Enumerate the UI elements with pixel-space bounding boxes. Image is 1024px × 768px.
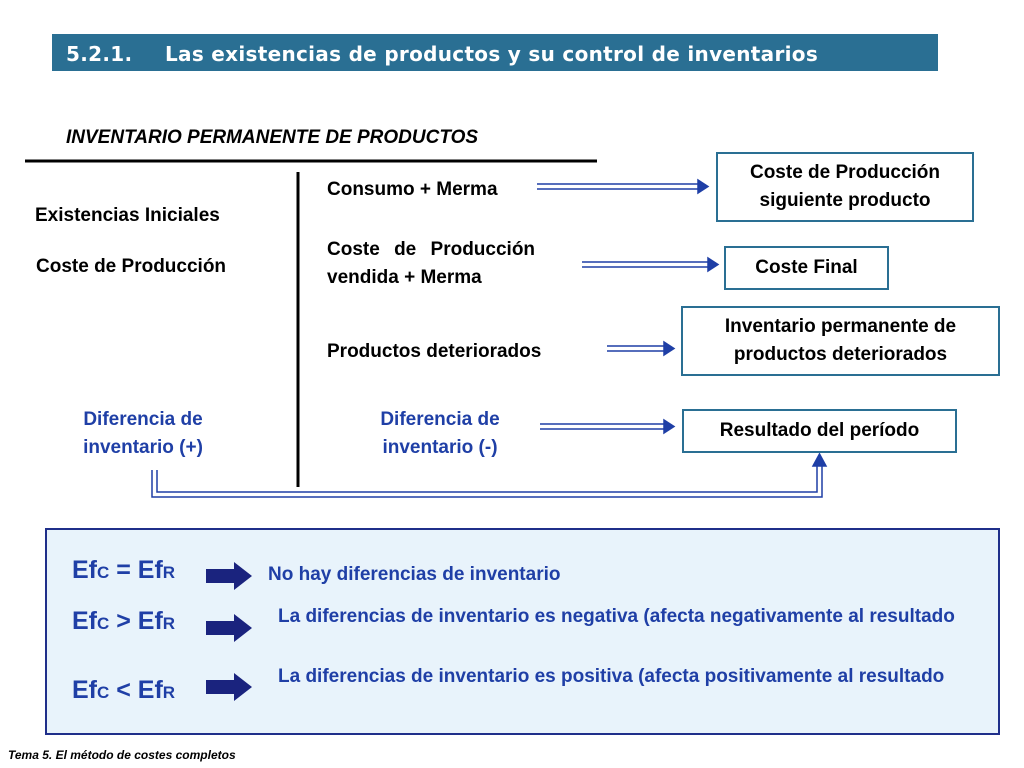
comparison-less-formula: EfC < EfR — [72, 676, 175, 705]
lhs-sub: C — [97, 614, 110, 633]
consumo-merma-label: Consumo + Merma — [327, 179, 498, 200]
coste-produccion-label: Coste de Producción — [36, 256, 227, 277]
arrow-coste-vendida — [582, 256, 720, 273]
arrow-diferencia-menos — [540, 418, 676, 435]
lhs-main: Ef — [72, 676, 97, 704]
diferencia-negativa-label: Diferencia de inventario (-) — [365, 406, 515, 462]
comparison-panel — [45, 528, 1000, 735]
operator: > — [116, 607, 131, 635]
lhs-main: Ef — [72, 556, 97, 584]
diagram-heading: INVENTARIO PERMANENTE DE PRODUCTOS — [66, 127, 479, 148]
box3-line2: productos deteriorados — [733, 344, 948, 365]
existencias-iniciales-label: Existencias Iniciales — [35, 205, 220, 226]
diferencia-positiva-label: Diferencia de inventario (+) — [68, 406, 218, 462]
lhs-main: Ef — [72, 607, 97, 635]
arrow-right-icon — [206, 562, 252, 590]
section-number: 5.2.1. — [66, 42, 133, 66]
connector-diferencia-mas — [151, 452, 828, 498]
coste-final-box: Coste Final — [724, 246, 889, 290]
diferencia-positiva-line1: Diferencia de — [83, 409, 203, 430]
comparison-equal-formula: EfC = EfR — [72, 556, 175, 585]
comparison-less-result: La diferencias de inventario es positiva… — [278, 666, 945, 687]
diferencia-positiva-line2: inventario (+) — [83, 437, 203, 458]
comparison-greater-result: La diferencias de inventario es negativa… — [278, 606, 955, 627]
coste-vendida-line2: vendida + Merma — [327, 267, 482, 288]
productos-deteriorados-label: Productos deteriorados — [327, 341, 542, 362]
operator: = — [116, 556, 131, 584]
inventario-deteriorados-box: Inventario permanente de productos deter… — [681, 306, 1000, 376]
rhs-sub: R — [162, 683, 176, 702]
rhs-main: Ef — [137, 676, 163, 704]
section-title: Las existencias de productos y su contro… — [165, 42, 819, 66]
lhs-sub: C — [97, 683, 110, 702]
operator: < — [116, 676, 131, 704]
lhs-sub: C — [97, 563, 110, 582]
arrow-deteriorados — [607, 340, 676, 357]
comparison-greater-formula: EfC > EfR — [72, 607, 175, 636]
box1-line1: Coste de Producción — [749, 162, 941, 183]
rhs-sub: R — [162, 563, 176, 582]
diferencia-negativa-line1: Diferencia de — [380, 409, 500, 430]
comparison-equal-result: No hay diferencias de inventario — [268, 564, 561, 585]
arrow-right-icon — [206, 673, 252, 701]
arrow-consumo — [537, 178, 710, 195]
footer-text: Tema 5. El método de costes completos — [8, 748, 236, 762]
box1-line2: siguiente producto — [759, 190, 931, 211]
rhs-sub: R — [162, 614, 176, 633]
box3-line1: Inventario permanente de — [724, 316, 957, 337]
rhs-main: Ef — [137, 607, 163, 635]
title-bar — [52, 34, 938, 71]
coste-siguiente-producto-box: Coste de Producción siguiente producto — [716, 152, 974, 222]
coste-vendida-label: Coste de Producción vendida + Merma — [327, 236, 572, 292]
resultado-periodo-box: Resultado del período — [682, 409, 957, 453]
rhs-main: Ef — [137, 556, 163, 584]
arrow-right-icon — [206, 614, 252, 642]
diferencia-negativa-line2: inventario (-) — [382, 437, 498, 458]
coste-vendida-line1: Coste de Producción — [327, 239, 536, 260]
